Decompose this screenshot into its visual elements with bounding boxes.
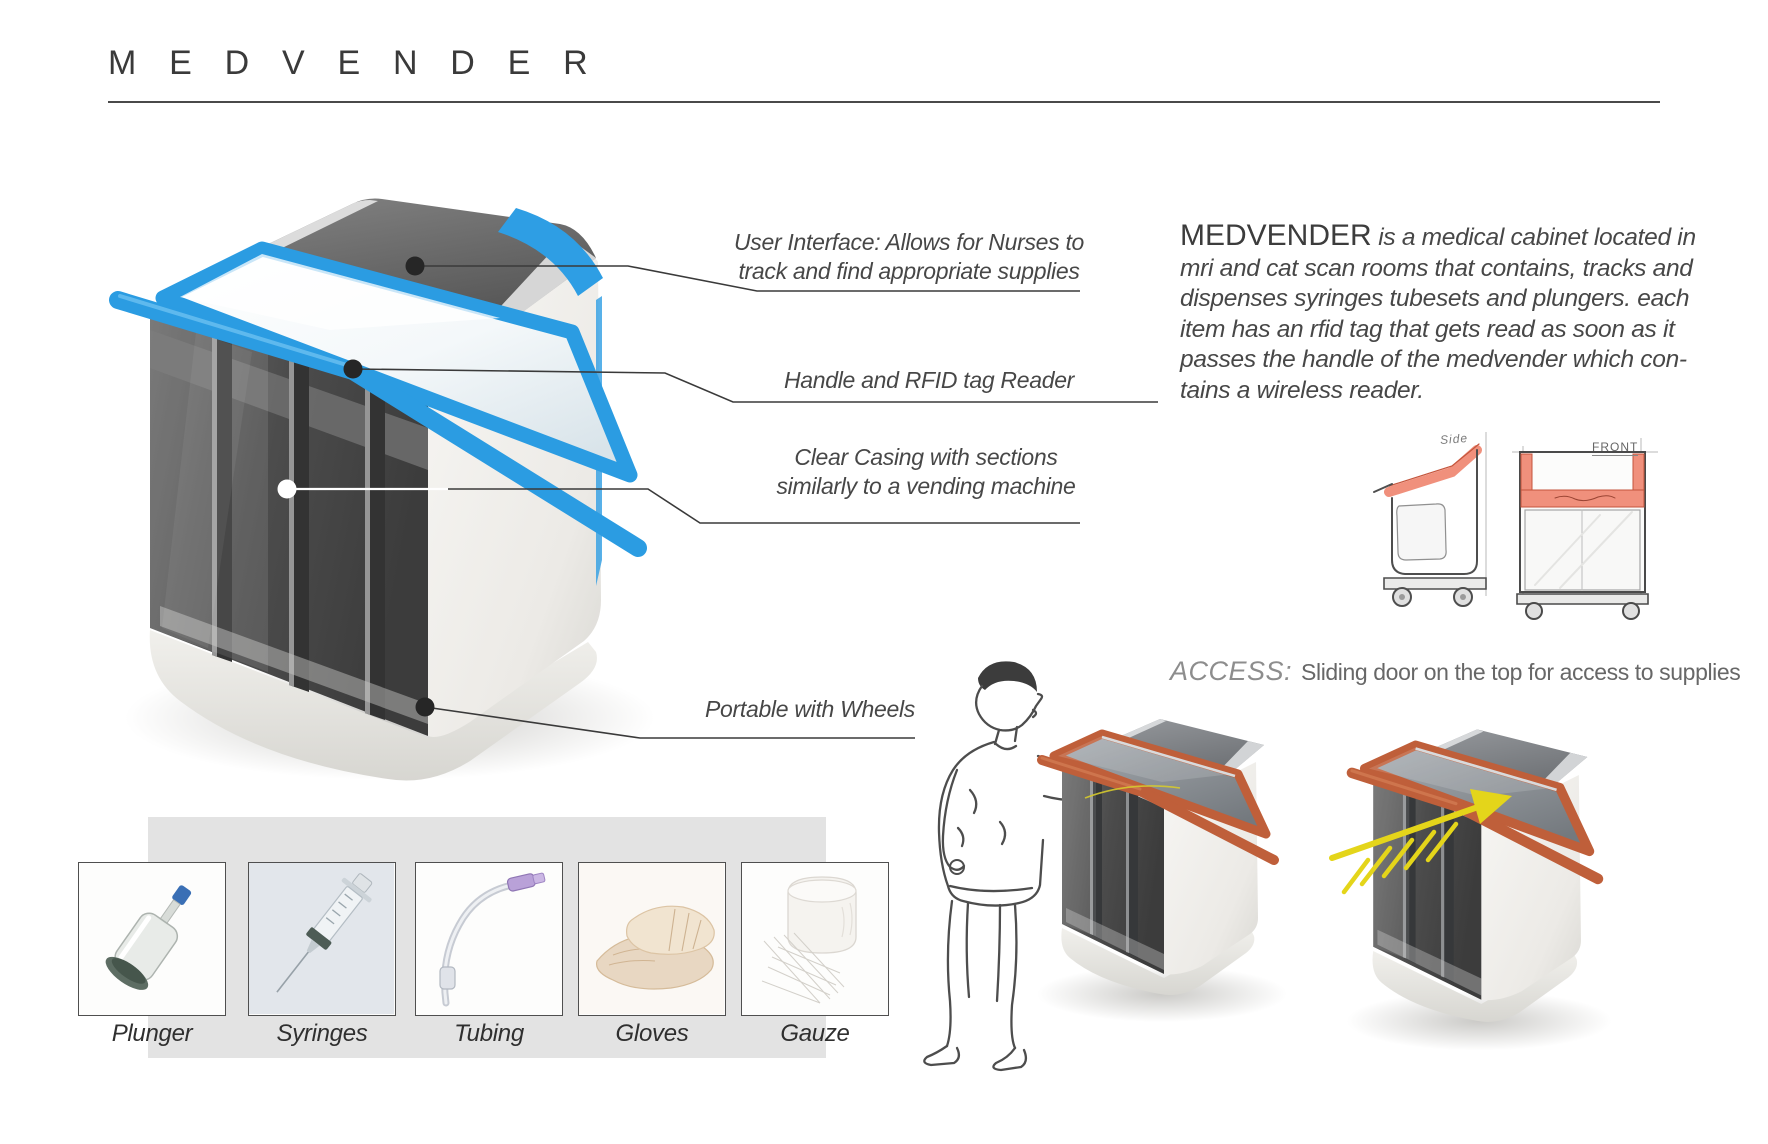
concept-sketches — [1373, 432, 1658, 620]
access-note: ACCESS: Sliding door on the top for acces… — [1170, 656, 1741, 687]
brand-name: MEDVENDER — [1180, 219, 1372, 252]
callout-portable-wheels: Portable with Wheels — [704, 696, 916, 722]
access-cabinet-with-user — [1037, 719, 1287, 1022]
supply-photo-gloves — [578, 862, 726, 1016]
supply-photo-gauze — [741, 862, 889, 1016]
supply-label: Plunger — [111, 1020, 193, 1047]
sketch-front-view — [1516, 451, 1649, 620]
description-body: is a medical cabinet located in mri and … — [1180, 224, 1696, 404]
supply-label: Tubing — [454, 1020, 524, 1047]
supply-label: Gauze — [780, 1020, 850, 1047]
supply-photo-tubing — [415, 862, 563, 1016]
callout-handle-rfid: Handle and RFID tag Reader — [783, 367, 1075, 393]
callout-dots — [277, 256, 435, 717]
access-text: Sliding door on the top for access to su… — [1301, 659, 1741, 685]
sketch-side-view — [1373, 443, 1487, 607]
callout-dot-user-interface — [405, 256, 425, 276]
supply-photo-syringes — [248, 862, 396, 1016]
gauze-illustration — [761, 876, 857, 1004]
supply-photo-plunger — [78, 862, 226, 1016]
callout-clear-casing: Clear Casing with sections similarly to … — [776, 444, 1076, 499]
rfid-wire — [1084, 785, 1181, 799]
access-label: ACCESS: — [1170, 656, 1293, 686]
sliding-direction-arrow — [1329, 789, 1512, 895]
sketch-side-label: Side — [1439, 431, 1469, 447]
callout-user-interface: User Interface: Allows for Nurses to tra… — [733, 229, 1085, 284]
callout-dot-wheels — [415, 697, 435, 717]
title-rule — [108, 101, 1660, 103]
page-title: M E D V E N D E R — [108, 44, 601, 82]
supply-label: Syringes — [276, 1020, 368, 1047]
sketch-front-label: FRONT — [1592, 440, 1639, 456]
person-sketch — [923, 661, 1131, 1072]
callout-lines — [287, 265, 1158, 739]
product-description: MEDVENDER is a medical cabinet located i… — [1180, 219, 1740, 406]
syringe-illustration — [249, 863, 394, 1014]
access-cabinet-sliding — [1347, 729, 1612, 1050]
callout-dot-casing — [277, 479, 297, 499]
tubing-illustration — [439, 872, 546, 1007]
callout-dot-handle — [343, 359, 363, 379]
main-cabinet-illustration — [109, 198, 655, 781]
plunger-illustration — [105, 885, 192, 990]
gloves-illustration — [579, 863, 724, 1014]
supply-label: Gloves — [615, 1020, 689, 1047]
